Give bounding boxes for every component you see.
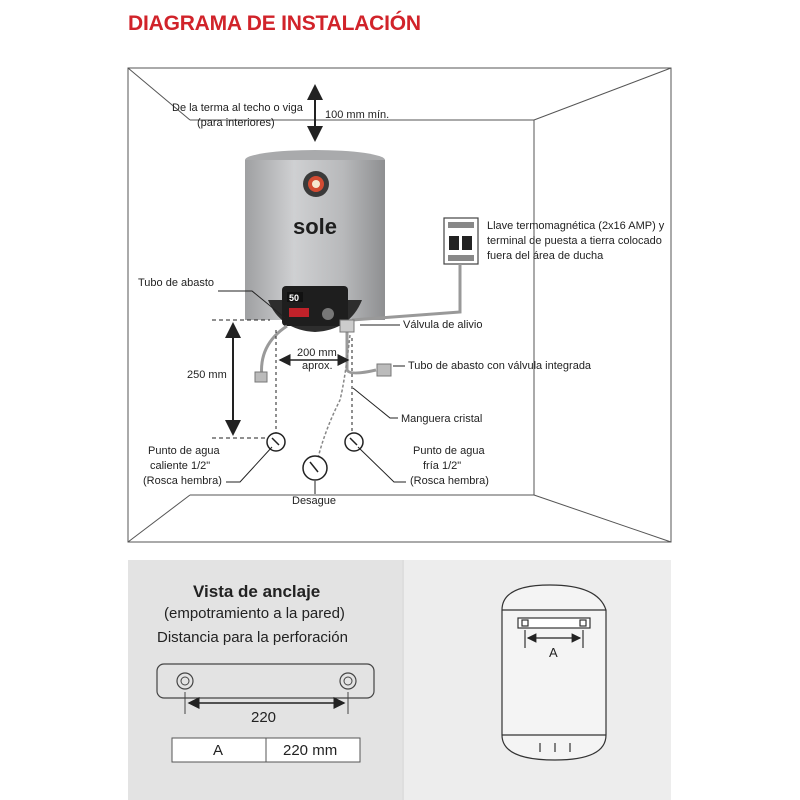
brand-logo: sole xyxy=(293,214,337,239)
display-value: 50 xyxy=(289,293,299,303)
spacing-label-line1: 200 mm xyxy=(297,347,337,359)
cold-water-point-icon xyxy=(344,432,364,452)
bracket-distance-label: 220 xyxy=(251,709,276,726)
room-outline xyxy=(127,67,672,543)
cold-water-point-line1: Punto de agua xyxy=(413,445,485,457)
hot-water-point-icon xyxy=(266,432,286,452)
breaker-note-line3: fuera del área de ducha xyxy=(487,250,604,262)
hot-water-point-line1: Punto de agua xyxy=(148,445,220,457)
tank-side-view-drawing xyxy=(501,584,607,761)
page-title: DIAGRAMA DE INSTALACIÓN xyxy=(128,12,421,35)
height-label: 250 mm xyxy=(187,369,227,381)
cold-water-point-line2: fría 1/2" xyxy=(423,460,461,472)
spacing-label-line2: aprox. xyxy=(302,360,333,372)
ceiling-note-line1: De la terma al techo o viga xyxy=(172,102,304,114)
distance-table xyxy=(171,737,361,763)
breaker-box-icon xyxy=(351,217,479,322)
piping xyxy=(254,319,392,459)
supply-pipe-valve-label: Tubo de abasto con válvula integrada xyxy=(408,360,592,372)
leader-lines xyxy=(218,290,406,494)
ceiling-note-line2: (para interiores) xyxy=(197,117,275,129)
anchor-view-caption: Distancia para la perforación xyxy=(157,629,348,646)
height-dimension xyxy=(212,319,353,439)
hot-water-point-line2: caliente 1/2" xyxy=(150,460,210,472)
breaker-note-line2: terminal de puesta a tierra colocado xyxy=(487,235,662,247)
ceiling-distance-label: 100 mm mín. xyxy=(325,109,389,121)
hose-label: Manguera cristal xyxy=(401,413,482,425)
water-heater-tank: 50 sole xyxy=(245,150,385,332)
mounting-bracket-drawing xyxy=(156,663,375,714)
drain-icon xyxy=(302,455,328,481)
anchor-view-subtitle: (empotramiento a la pared) xyxy=(164,605,345,622)
side-view-label: A xyxy=(549,645,558,660)
table-key: A xyxy=(213,742,223,759)
supply-pipe-label: Tubo de abasto xyxy=(138,277,214,289)
hot-water-point-line3: (Rosca hembra) xyxy=(143,475,222,487)
table-value: 220 mm xyxy=(283,742,337,759)
cold-water-point-line3: (Rosca hembra) xyxy=(410,475,489,487)
anchor-view-title: Vista de anclaje xyxy=(193,582,320,601)
relief-valve-label: Válvula de alivio xyxy=(403,319,483,331)
drain-label: Desague xyxy=(292,495,336,507)
breaker-note-line1: Llave termomagnética (2x16 AMP) y xyxy=(487,220,665,232)
